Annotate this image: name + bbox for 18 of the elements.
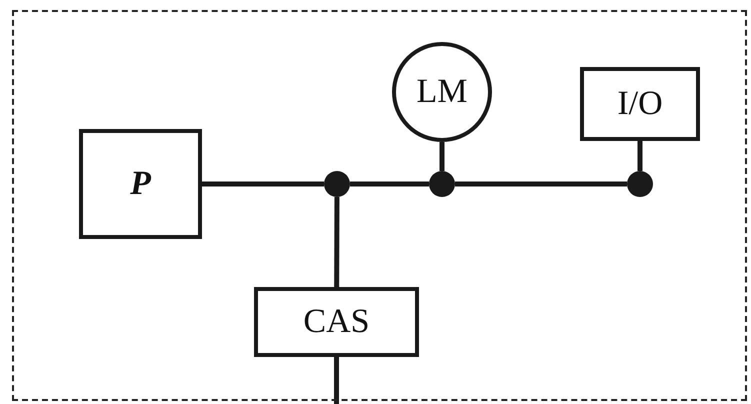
dashed-frame [12, 10, 747, 401]
box-label: P [130, 167, 151, 201]
block-box [79, 129, 202, 239]
connector-line [440, 142, 444, 171]
box-label: I/O [617, 87, 663, 121]
junction-dot [324, 171, 350, 197]
connector-line [334, 357, 339, 404]
block-box [254, 287, 419, 357]
block-box [580, 67, 700, 141]
junction-dot [627, 171, 653, 197]
connector-line [202, 182, 324, 186]
connector-line [350, 182, 429, 186]
junction-dot [429, 171, 455, 197]
connector-line [455, 182, 627, 186]
box-label: CAS [303, 305, 370, 339]
connector-line [334, 197, 340, 287]
connector-line [638, 141, 642, 171]
box-label: LM [416, 75, 468, 109]
